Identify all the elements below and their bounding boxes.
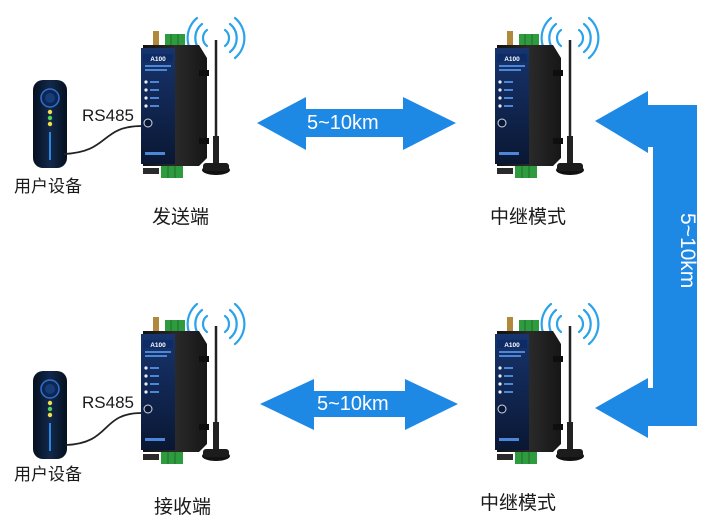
arrow-double-icon — [257, 97, 456, 150]
relay-node-label: 中继模式 — [480, 492, 557, 514]
arrow-return-icon — [595, 91, 697, 438]
sender-node-label: 发送端 — [152, 206, 210, 228]
interface-label: RS485 — [82, 393, 134, 412]
user-device-label: 用户设备 — [14, 177, 82, 197]
receiver-node-label: 接收端 — [154, 496, 212, 518]
distance-label: 5~10km — [307, 112, 379, 134]
cable-icon — [65, 412, 143, 446]
cable-icon — [63, 125, 143, 155]
arrow-double-icon — [260, 379, 458, 430]
relay-node-label: 中继模式 — [490, 206, 567, 228]
user-device-label: 用户设备 — [14, 465, 82, 485]
distance-label: 5~10km — [317, 393, 389, 415]
distance-label: 5~10km — [676, 213, 699, 289]
interface-label: RS485 — [82, 106, 134, 125]
